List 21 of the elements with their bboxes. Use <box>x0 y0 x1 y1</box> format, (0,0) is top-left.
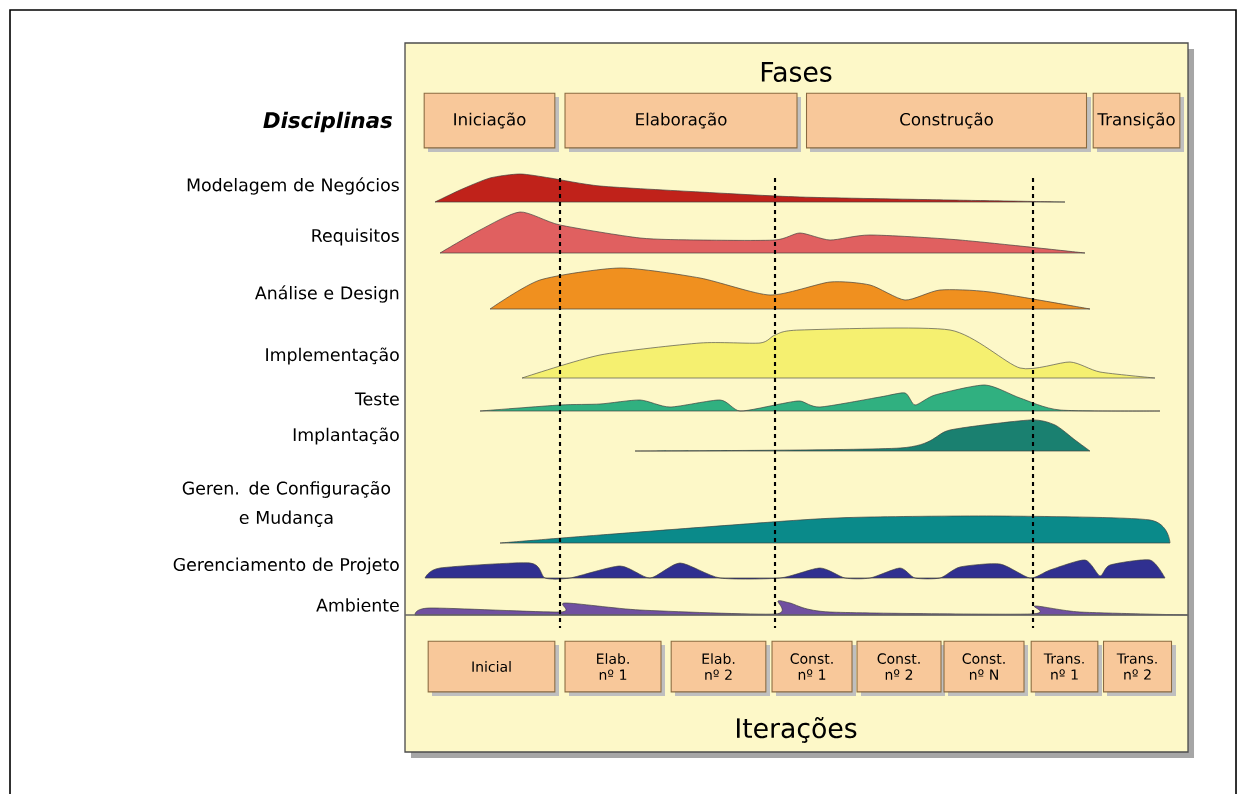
discipline-label: Requisitos <box>312 228 399 246</box>
discipline-label: Teste <box>354 392 399 406</box>
iteration-box: Const. nº 2 <box>856 640 945 696</box>
phase-box: Iniciação <box>423 92 559 152</box>
iteration-box: Elab. nº 1 <box>564 640 665 696</box>
discipline-label: Ambiente <box>316 598 399 612</box>
discipline-label: Implantação <box>293 427 399 445</box>
discipline-label: Gerenciamento de Projeto <box>173 557 399 575</box>
discipline-label: Geren. de Configuração e Mudança <box>182 480 391 528</box>
discipline-label: Análise e Design <box>255 285 399 303</box>
phase-box: Elaboração <box>564 92 801 152</box>
iteration-box: Const. nº N <box>943 640 1028 696</box>
iteration-box: Elab. nº 2 <box>670 640 770 696</box>
iteration-box: Const. nº 1 <box>771 640 856 696</box>
column-heading: Disciplinas <box>263 111 392 133</box>
iteration-box: Inicial <box>427 640 559 696</box>
phase-box: Transição <box>1092 92 1184 152</box>
iteration-box: Trans. nº 2 <box>1102 640 1176 696</box>
iteration-box: Trans. nº 1 <box>1030 640 1102 696</box>
discipline-label: Modelagem de Negócios <box>187 177 399 195</box>
discipline-label: Implementação <box>266 347 399 365</box>
